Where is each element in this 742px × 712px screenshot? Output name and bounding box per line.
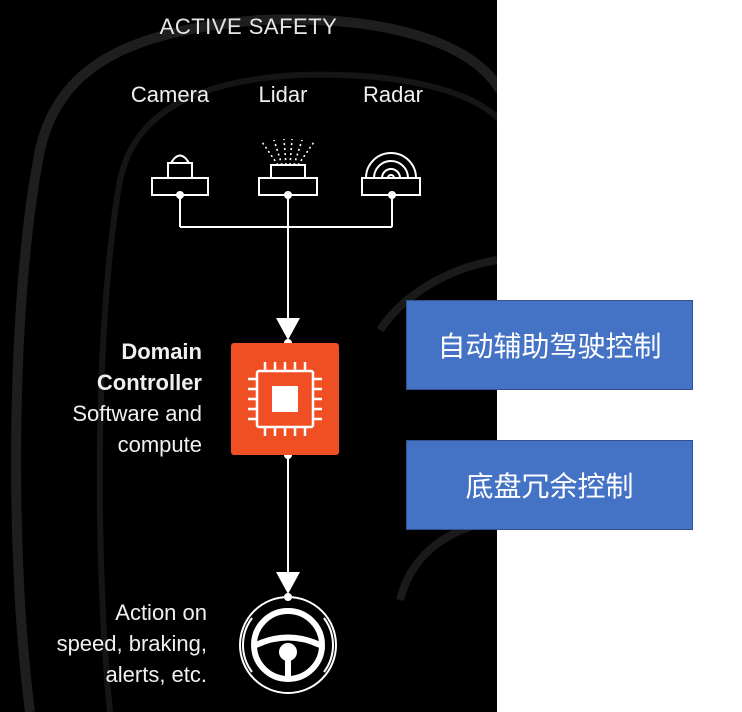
diagram-title: ACTIVE SAFETY xyxy=(159,14,338,39)
controller-label: Domain Controller Software and compute xyxy=(72,336,202,460)
action-line1: Action on xyxy=(115,600,207,625)
controller-subtitle-line1: Software and xyxy=(72,401,202,426)
action-line2: speed, braking, xyxy=(56,631,207,656)
diagram-canvas xyxy=(11,14,497,712)
controller-title-line1: Domain xyxy=(121,339,202,364)
chip-icon xyxy=(231,343,339,455)
camera-icon xyxy=(151,154,209,196)
action-line3: alerts, etc. xyxy=(105,662,207,687)
arrow-to-action xyxy=(276,572,300,594)
controller-title-line2: Controller xyxy=(96,370,202,395)
steering-wheel-icon xyxy=(239,596,337,694)
sensor-connectors xyxy=(179,195,393,322)
action-label: Action on speed, braking, alerts, etc. xyxy=(57,597,207,690)
annotation-autopilot-control: 自动辅助驾驶控制 xyxy=(406,300,693,390)
radar-label: Radar xyxy=(363,82,423,107)
lidar-icon xyxy=(258,138,318,196)
camera-label: Camera xyxy=(130,82,210,107)
radar-icon xyxy=(361,152,421,196)
lidar-label: Lidar xyxy=(258,82,308,107)
controller-subtitle-line2: compute xyxy=(117,432,202,457)
annotation-chassis-redundancy: 底盘冗余控制 xyxy=(406,440,693,530)
arrow-to-controller xyxy=(276,318,300,340)
